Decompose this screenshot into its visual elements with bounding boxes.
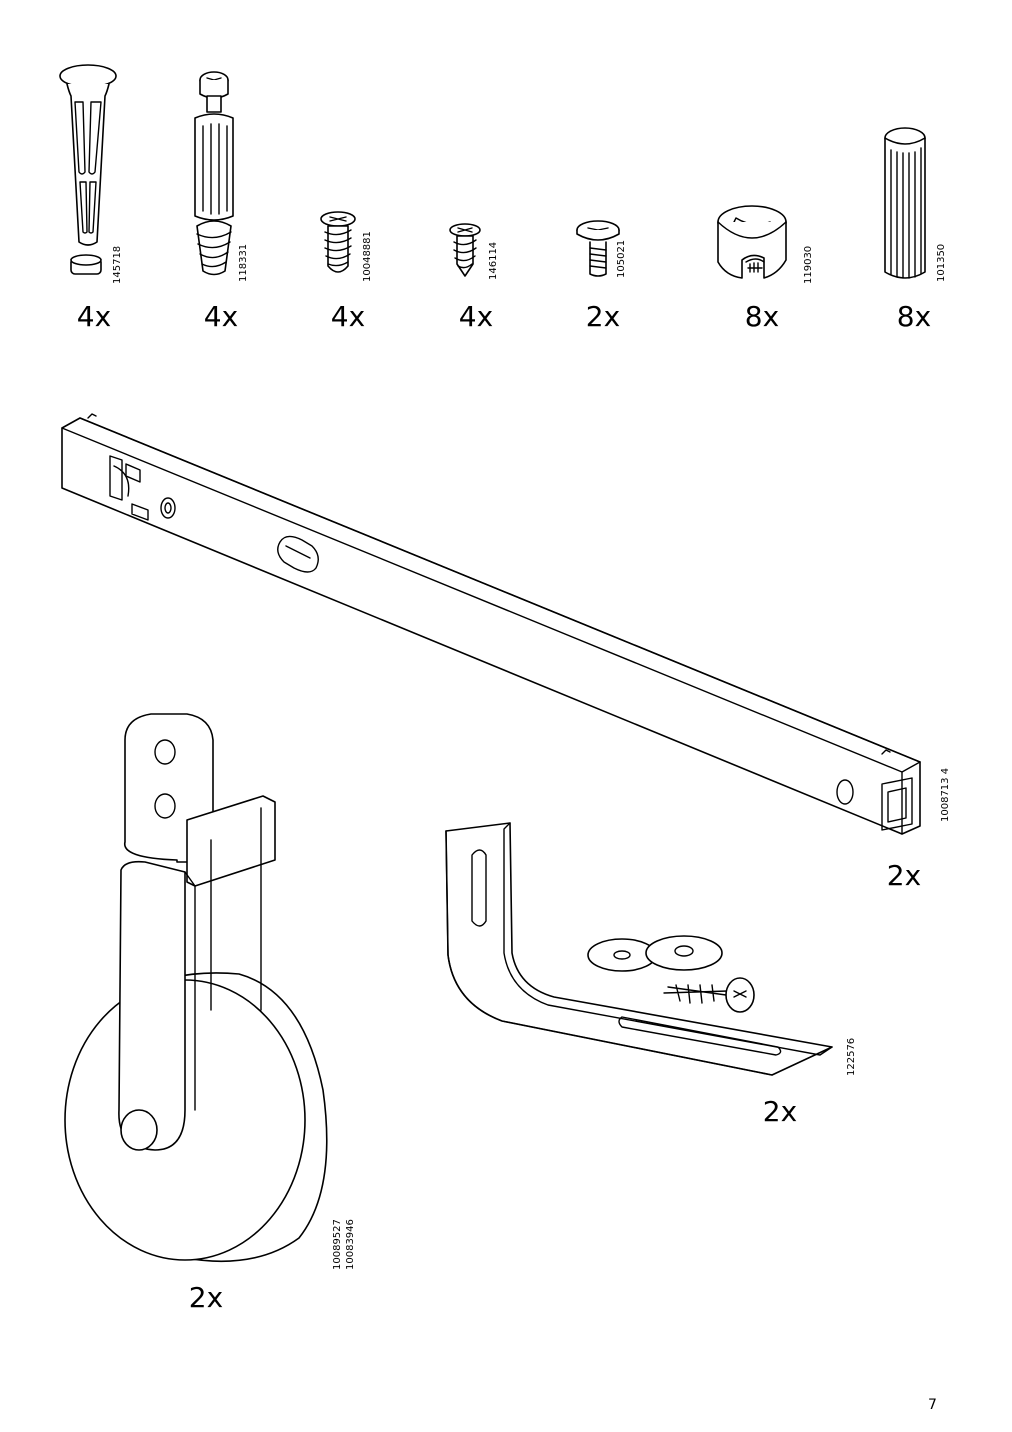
cam-lock-icon <box>712 200 797 285</box>
machine-screw-icon <box>574 218 624 280</box>
wheel-icon <box>55 710 345 1270</box>
quantity-p9: 2x <box>762 1095 798 1128</box>
cam-bolt-icon <box>185 66 245 286</box>
part-code-p9: 122576 <box>846 1037 857 1076</box>
quantity-p3: 4x <box>330 300 366 333</box>
part-code-p1: 145718 <box>112 245 123 284</box>
part-code-p10: 10089527 <box>332 1219 343 1270</box>
part-code-p5: 105021 <box>616 239 627 278</box>
rail-icon <box>40 400 940 850</box>
quantity-p10: 2x <box>188 1281 224 1314</box>
page-number: 7 <box>928 1397 937 1413</box>
quantity-p4: 4x <box>458 300 494 333</box>
screw-icon <box>316 210 361 280</box>
quantity-p2: 4x <box>203 300 239 333</box>
wooden-dowel-icon <box>880 124 930 284</box>
short-screw-icon <box>446 222 486 282</box>
quantity-p8: 2x <box>886 859 922 892</box>
part-code-p10b: 10083946 <box>345 1219 356 1270</box>
angle-bracket-icon <box>440 815 840 1080</box>
part-code-p4: 146114 <box>488 241 499 280</box>
quantity-p5: 2x <box>585 300 621 333</box>
part-code-p8: 1008713 4 <box>940 767 951 822</box>
quantity-p7: 8x <box>896 300 932 333</box>
part-code-p2: 118331 <box>238 243 249 282</box>
quantity-p6: 8x <box>744 300 780 333</box>
plastic-plug-icon <box>55 62 125 282</box>
quantity-p1: 4x <box>76 300 112 333</box>
part-code-p3: 10048881 <box>362 231 373 282</box>
part-code-p6: 119030 <box>803 245 814 284</box>
part-code-p7: 101350 <box>936 243 947 282</box>
